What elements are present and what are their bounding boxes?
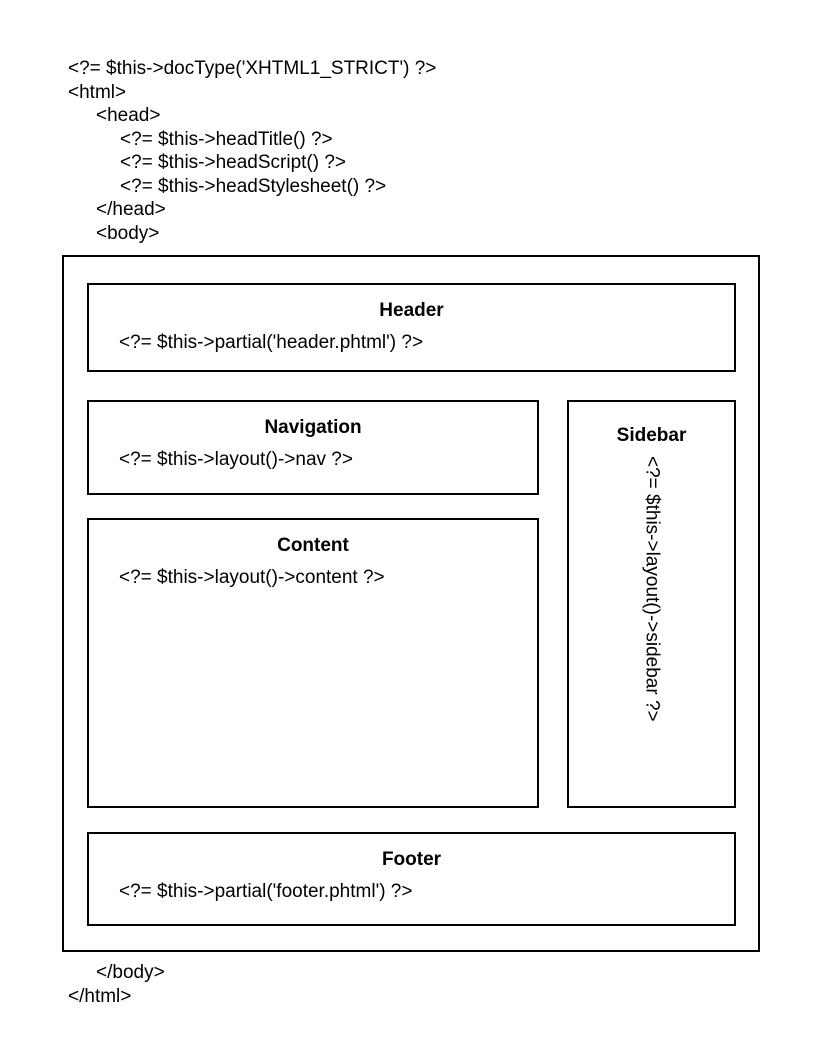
footer-box: Footer <?= $this->partial('footer.phtml'… [87, 832, 736, 926]
top-code-block: <?= $this->docType('XHTML1_STRICT') ?> <… [68, 57, 436, 245]
header-box-title: Header [379, 300, 444, 321]
code-line-body-open: <body> [96, 222, 160, 244]
code-line-html-open: <html> [68, 81, 127, 103]
code-line-head-open: <head> [96, 105, 161, 126]
footer-box-title: Footer [381, 849, 442, 870]
navigation-box-title: Navigation [264, 417, 362, 438]
header-box-code: <?= $this->partial('header.phtml') ?> [119, 332, 424, 353]
navigation-box-code: <?= $this->layout()->nav ?> [119, 449, 353, 470]
sidebar-box-code: <?= $this->layout()->sidebar ?> [641, 456, 663, 722]
code-line-head-title: <?= $this->headTitle() ?> [120, 128, 333, 150]
footer-box-code: <?= $this->partial('footer.phtml') ?> [119, 881, 413, 902]
sidebar-vertical-text-area: <?= $this->layout()->sidebar ?> [569, 456, 734, 806]
content-box-code: <?= $this->layout()->content ?> [119, 567, 385, 588]
code-line-doctype: <?= $this->docType('XHTML1_STRICT') ?> [68, 58, 437, 79]
code-line-head-stylesheet: <?= $this->headStylesheet() ?> [120, 175, 387, 197]
header-box: Header <?= $this->partial('header.phtml'… [87, 283, 736, 372]
code-line-head-script: <?= $this->headScript() ?> [120, 152, 347, 173]
code-line-body-close: </body> [96, 962, 165, 983]
bottom-code-block: </body> </html> [68, 961, 165, 1008]
sidebar-box: Sidebar <?= $this->layout()->sidebar ?> [567, 400, 736, 808]
code-line-html-close: </html> [68, 985, 132, 1007]
code-line-head-close: </head> [96, 199, 166, 220]
navigation-box: Navigation <?= $this->layout()->nav ?> [87, 400, 539, 495]
sidebar-box-title: Sidebar [616, 425, 687, 446]
content-box: Content <?= $this->layout()->content ?> [87, 518, 539, 808]
content-box-title: Content [277, 535, 349, 556]
